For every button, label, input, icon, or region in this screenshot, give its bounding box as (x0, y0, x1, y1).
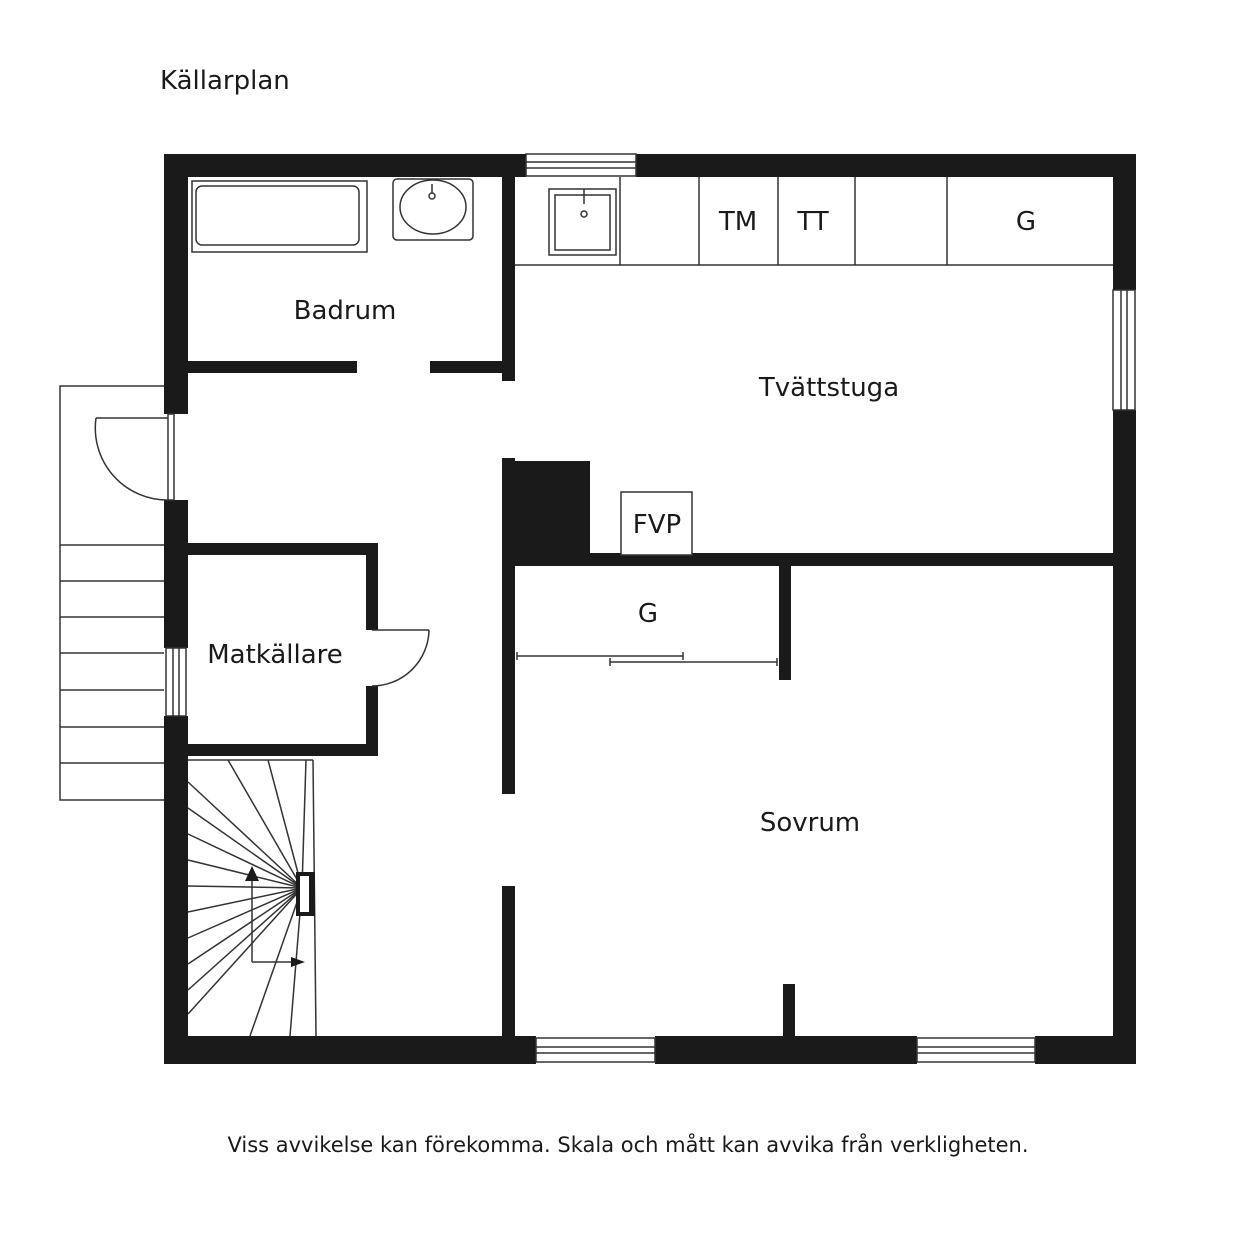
entrance-door (94, 413, 175, 501)
outside-stairs (59, 385, 164, 801)
bathtub (191, 180, 368, 253)
laundry-counter (515, 177, 1113, 266)
room-label-sovrum: Sovrum (760, 808, 860, 838)
disclaimer: Viss avvikelse kan förekomma. Skala och … (227, 1132, 1028, 1157)
outer-walls (164, 154, 1136, 1064)
window-left (165, 647, 187, 717)
stair-arrow-icon (245, 866, 305, 967)
fixture-label-tt: TT (796, 207, 828, 237)
plan-title: Källarplan (160, 66, 290, 96)
room-label-badrum: Badrum (294, 296, 397, 326)
window-right (1112, 289, 1136, 411)
heat-pump-box (620, 491, 693, 556)
window-bottom-right (916, 1037, 1036, 1063)
stair-post (296, 872, 315, 916)
washbasin (392, 178, 474, 241)
wardrobe-doors (516, 652, 778, 666)
interior-walls (188, 177, 1113, 1064)
fixture-label-tm: TM (718, 207, 757, 237)
window-bottom-left (535, 1037, 656, 1063)
fixture-label-g-closet: G (638, 599, 658, 629)
pantry-door (371, 629, 430, 687)
fixture-label-g-laundry: G (1016, 207, 1036, 237)
window-top (525, 153, 637, 177)
fixture-label-fvp: FVP (633, 510, 681, 540)
utility-sink (548, 188, 617, 256)
windows (165, 153, 1136, 1063)
room-label-matkallare: Matkällare (207, 640, 343, 670)
room-label-tvattstuga: Tvättstuga (758, 373, 899, 403)
